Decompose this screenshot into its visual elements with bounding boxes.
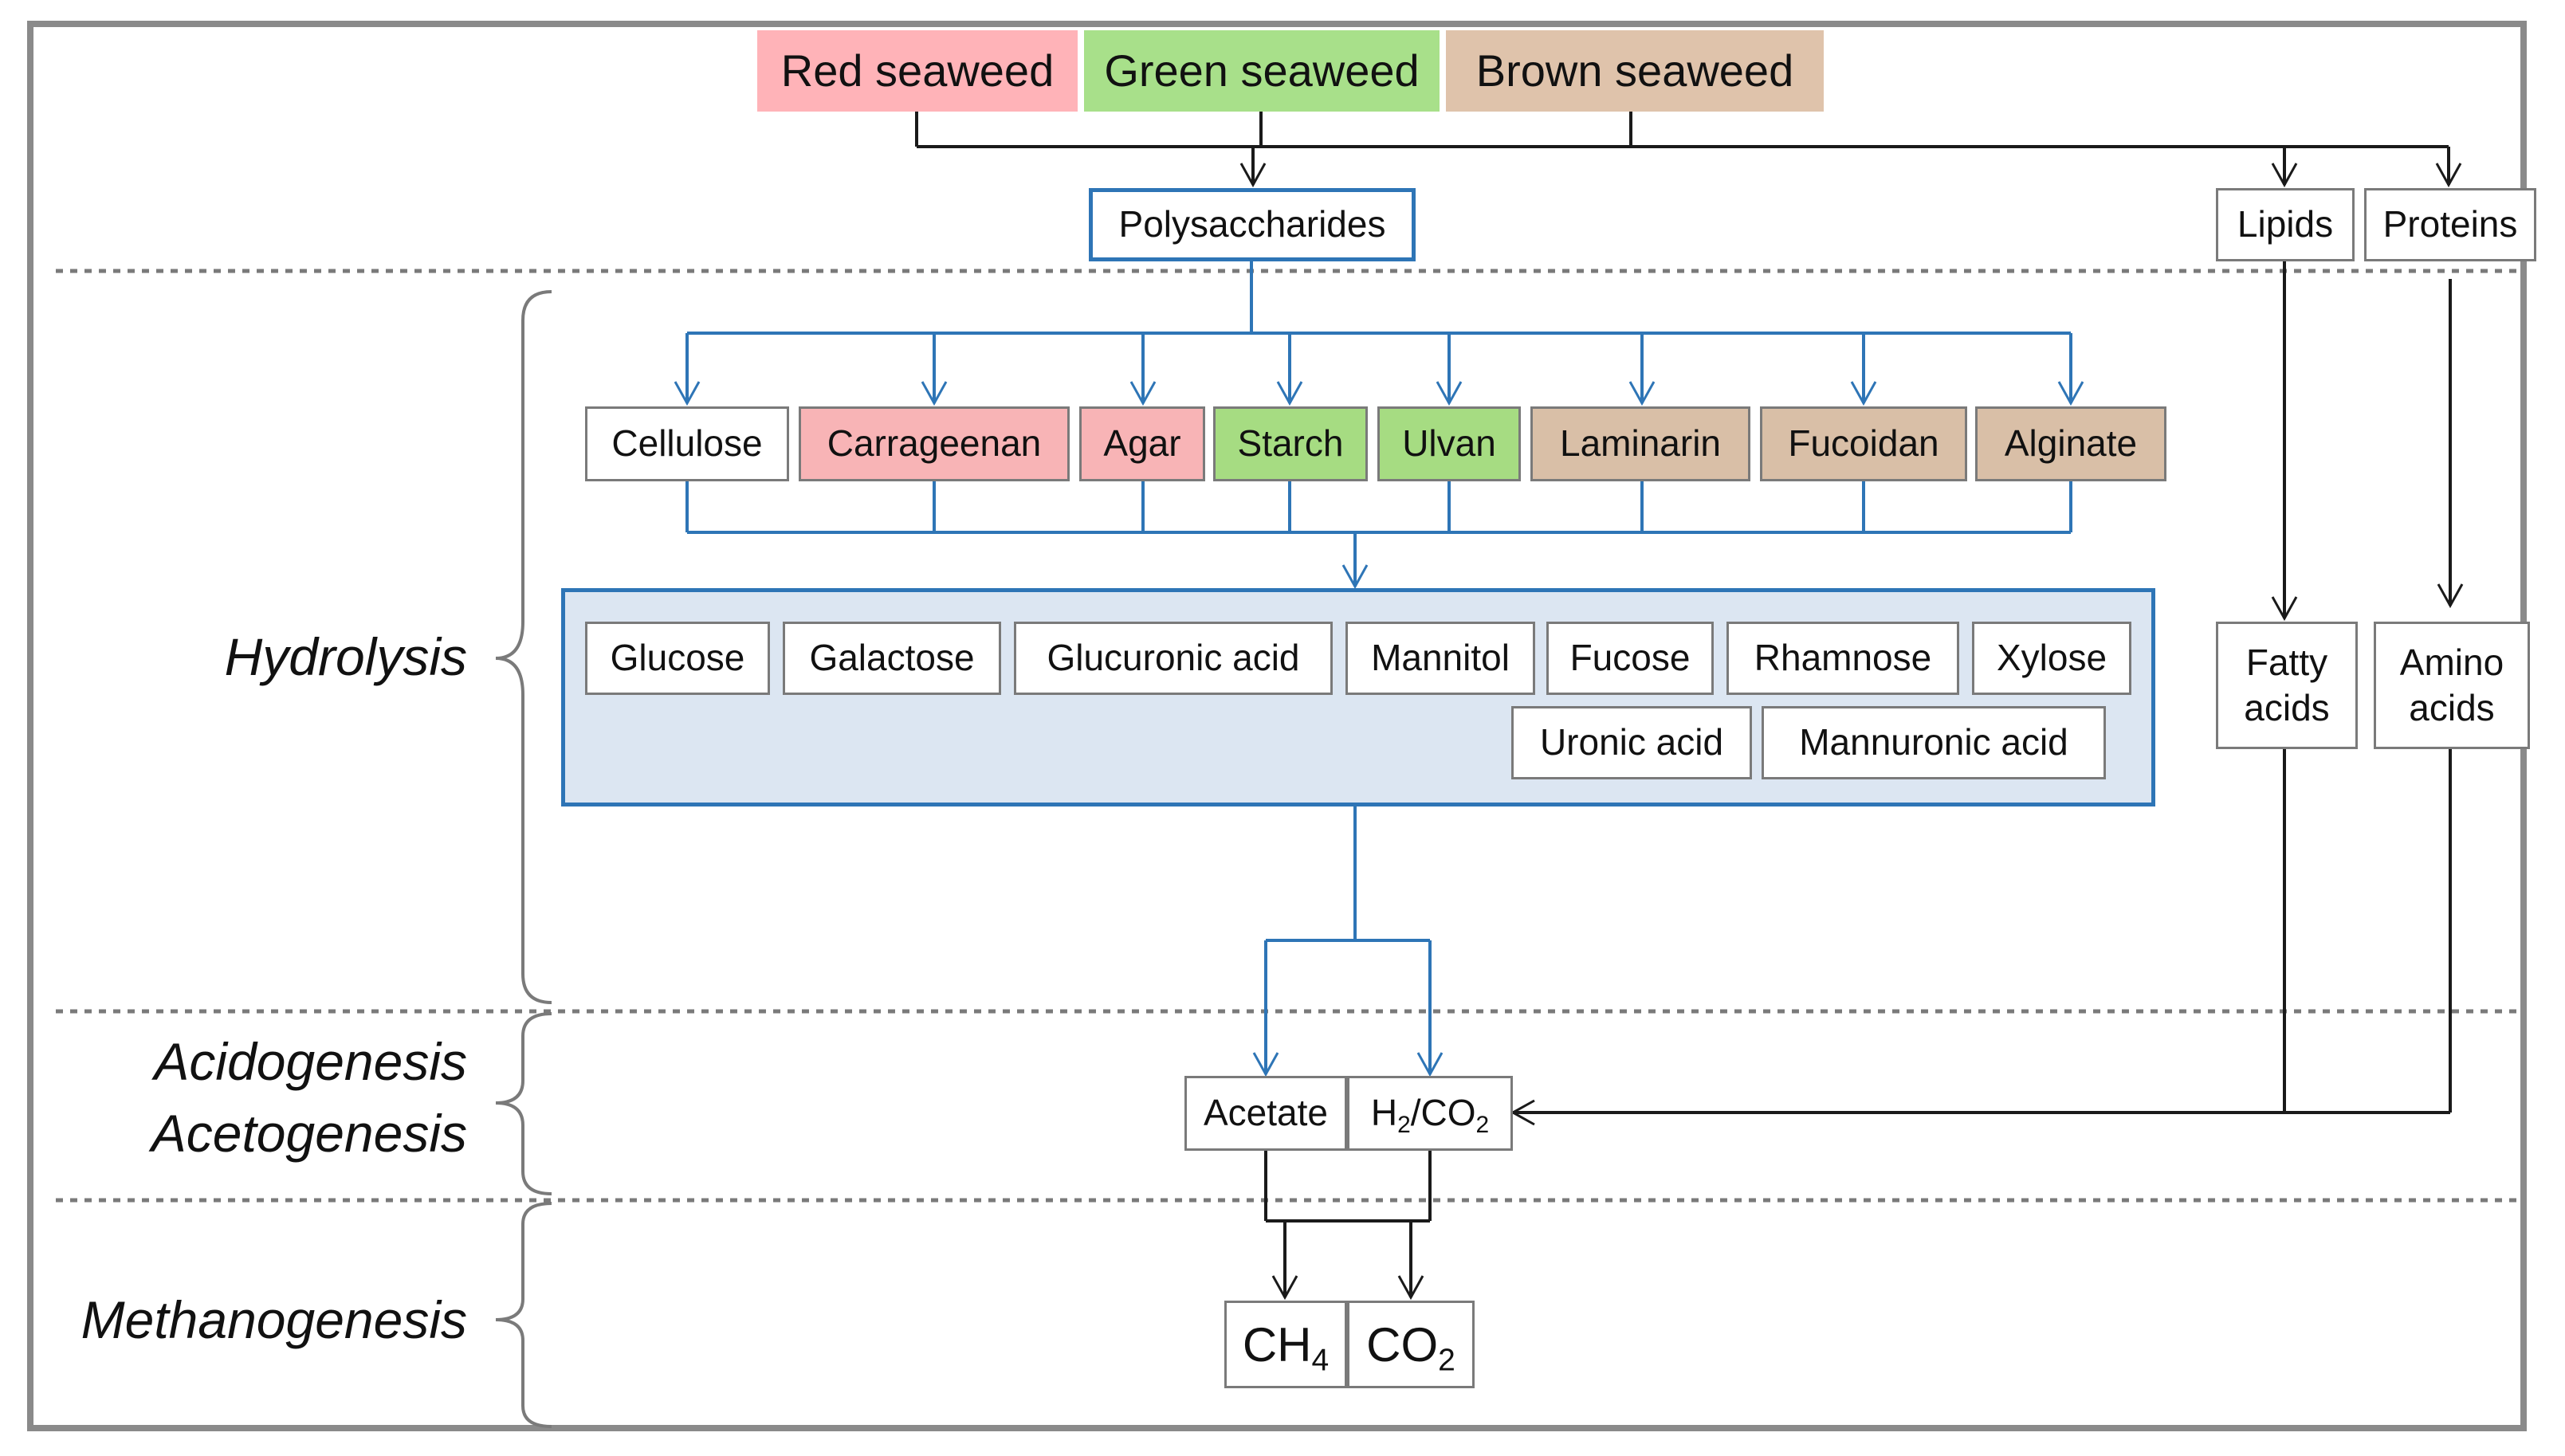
monomer-fucose: Fucose xyxy=(1546,622,1714,695)
polysaccharide-agar: Agar xyxy=(1079,406,1205,481)
monomer-glucose: Glucose xyxy=(585,622,770,695)
lipid-protein-lines xyxy=(1264,261,2464,1301)
stage-separators xyxy=(56,269,2519,1203)
h2-co2-label: H2/CO2 xyxy=(1370,1092,1490,1139)
carbon-dioxide-box: CO2 xyxy=(1347,1301,1475,1388)
acetate-box: Acetate xyxy=(1184,1076,1347,1151)
stage-hydrolysis: Hydrolysis xyxy=(224,627,467,686)
amino-acids-line2: acids xyxy=(2409,687,2495,728)
fatty-acids-line2: acids xyxy=(2244,687,2330,728)
amino-acids-line1: Amino xyxy=(2399,641,2504,683)
polysaccharide-cellulose: Cellulose xyxy=(585,406,789,481)
monomer-mannuronic-acid: Mannuronic acid xyxy=(1762,706,2106,779)
lipids-box: Lipids xyxy=(2216,188,2355,261)
polysaccharide-alginate: Alginate xyxy=(1975,406,2166,481)
amino-acids-box: Amino acids xyxy=(2374,622,2530,749)
brown-seaweed-label: Brown seaweed xyxy=(1446,30,1824,112)
monomer-rhamnose: Rhamnose xyxy=(1726,622,1959,695)
stage-braces xyxy=(495,290,552,1428)
h2-co2-box: H2/CO2 xyxy=(1347,1076,1513,1151)
stage-methanogenesis: Methanogenesis xyxy=(81,1290,467,1349)
monomer-xylose: Xylose xyxy=(1972,622,2131,695)
polysaccharide-laminarin: Laminarin xyxy=(1530,406,1750,481)
polysaccharide-branch-lines xyxy=(674,261,2084,1077)
fatty-acids-line1: Fatty xyxy=(2245,641,2328,683)
polysaccharides-box: Polysaccharides xyxy=(1089,188,1416,261)
monomer-glucuronic-acid: Glucuronic acid xyxy=(1014,622,1333,695)
monomer-galactose: Galactose xyxy=(783,622,1001,695)
fatty-acids-box: Fatty acids xyxy=(2216,622,2358,749)
green-seaweed-label: Green seaweed xyxy=(1084,30,1440,112)
polysaccharide-ulvan: Ulvan xyxy=(1377,406,1521,481)
red-seaweed-label: Red seaweed xyxy=(757,30,1078,112)
polysaccharide-starch: Starch xyxy=(1213,406,1368,481)
polysaccharide-fucoidan: Fucoidan xyxy=(1760,406,1967,481)
monomer-mannitol: Mannitol xyxy=(1345,622,1535,695)
stage-acetogenesis: Acetogenesis xyxy=(151,1104,467,1163)
monomer-uronic-acid: Uronic acid xyxy=(1511,706,1752,779)
methane-label: CH4 xyxy=(1242,1317,1330,1378)
methane-box: CH4 xyxy=(1224,1301,1347,1388)
polysaccharide-carrageenan: Carrageenan xyxy=(799,406,1070,481)
proteins-box: Proteins xyxy=(2364,188,2536,261)
stage-acidogenesis: Acidogenesis xyxy=(154,1032,467,1091)
carbon-dioxide-label: CO2 xyxy=(1366,1317,1455,1378)
seaweed-branch-lines xyxy=(915,112,2462,188)
